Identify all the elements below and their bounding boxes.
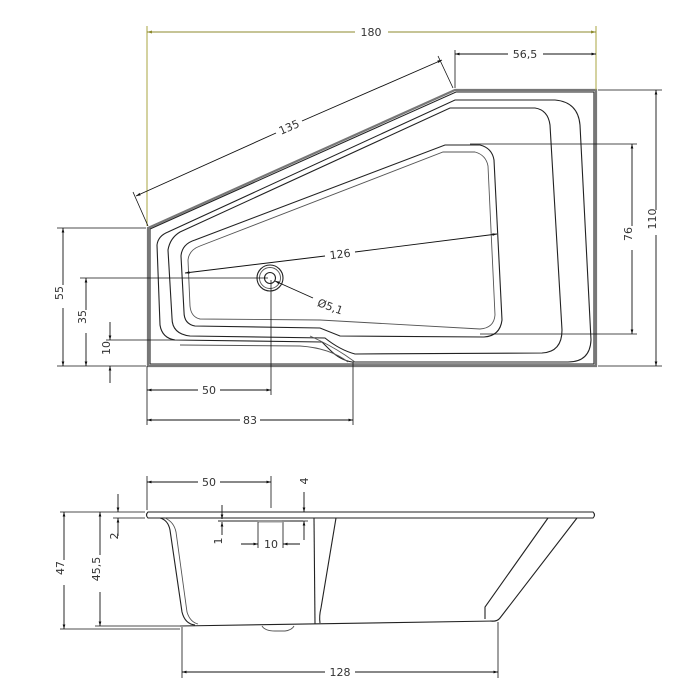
label-inner-depth: 45,5	[90, 557, 103, 582]
label-angled-edge: 135	[277, 117, 301, 137]
label-short-top-edge: 56,5	[513, 48, 538, 61]
tub-basin-outer	[180, 144, 503, 338]
label-overall-width: 110	[646, 209, 659, 230]
label-drain-diameter: Ø5,1	[316, 296, 345, 317]
label-overall-length: 180	[361, 26, 382, 39]
overflow-slot	[258, 520, 282, 523]
label-inner-diagonal: 126	[329, 247, 351, 262]
label-step-height: 10	[100, 341, 113, 355]
label-drain-offset-y: 35	[76, 310, 89, 324]
tub-side-bottom	[179, 620, 496, 627]
label-slot-thickness: 1	[212, 538, 225, 545]
tub-inner-contour-2	[167, 107, 563, 355]
label-left-edge-height: 55	[53, 286, 66, 300]
tub-outer-outline	[146, 88, 598, 368]
label-drain-offset-x: 50	[202, 384, 216, 397]
label-inner-width: 76	[622, 227, 635, 241]
label-step-length: 83	[243, 414, 257, 427]
label-overall-height: 47	[54, 561, 67, 575]
tub-basin-inner	[187, 151, 496, 330]
label-rim-thickness: 2	[108, 533, 121, 540]
side-view: 50 4 2 47 45,5 1 10	[54, 476, 596, 679]
label-side-drain-offset: 50	[202, 476, 216, 489]
label-slot-length: 10	[264, 538, 278, 551]
label-overflow-depth: 4	[298, 478, 311, 485]
top-view: 180 56,5 135 110 76 126 Ø5,1	[53, 26, 662, 427]
tub-side-rim	[145, 511, 596, 519]
label-bottom-length: 128	[330, 666, 351, 679]
tub-inner-contour-1	[156, 99, 592, 363]
